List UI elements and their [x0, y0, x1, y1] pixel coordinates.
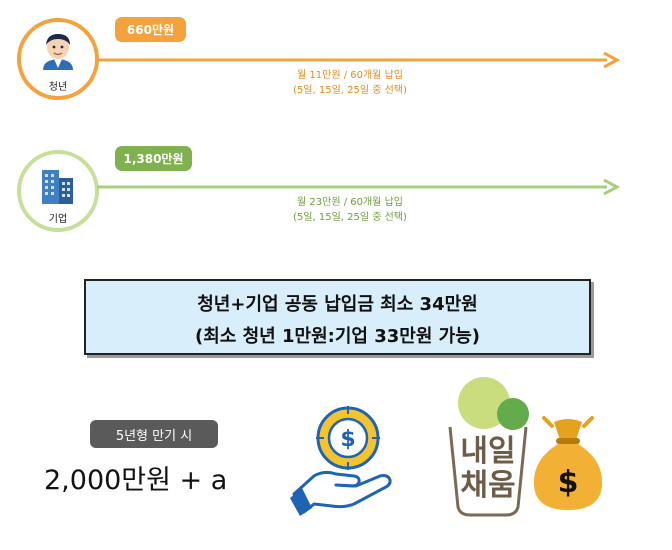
- summary-line-1: 청년+기업 공동 납입금 최소 34만원: [197, 294, 478, 315]
- youth-label: 청년: [48, 82, 68, 93]
- svg-text:$: $: [558, 465, 579, 500]
- company-label: 기업: [48, 214, 68, 225]
- company-monthly-text: 월 23만원 / 60개월 납입: [297, 197, 403, 208]
- svg-text:$: $: [340, 427, 355, 452]
- youth-days-text: (5일, 15일, 25일 중 선택): [293, 85, 407, 96]
- company-building-icon: [42, 170, 73, 204]
- company-amount-badge: 1,380만원: [115, 146, 192, 171]
- company-timeline-arrow: [97, 179, 621, 195]
- summary-line-2: (최소 청년 1만원:기업 33만원 가능): [194, 326, 480, 347]
- naeil-chaeum-logo-text: 내일채움: [460, 434, 516, 503]
- youth-avatar: 청년: [17, 18, 99, 100]
- youth-amount-badge: 660만원: [115, 17, 186, 42]
- money-bag-icon: $: [533, 416, 603, 510]
- maturity-badge: 5년형 만기 시: [90, 420, 218, 448]
- youth-monthly-text: 월 11만원 / 60개월 납입: [297, 70, 403, 81]
- maturity-total: 2,000만원 + a: [44, 465, 228, 496]
- hand-coin-icon: $: [290, 406, 392, 516]
- summary-box: 청년+기업 공동 납입금 최소 34만원 (최소 청년 1만원:기업 33만원 …: [84, 279, 591, 355]
- naeil-chaeum-logo: 내일채움: [440, 375, 540, 520]
- youth-avatar-icon: [43, 34, 73, 70]
- company-days-text: (5일, 15일, 25일 중 선택): [293, 212, 407, 223]
- youth-timeline-arrow: [97, 52, 621, 68]
- company-avatar: 기업: [17, 150, 99, 232]
